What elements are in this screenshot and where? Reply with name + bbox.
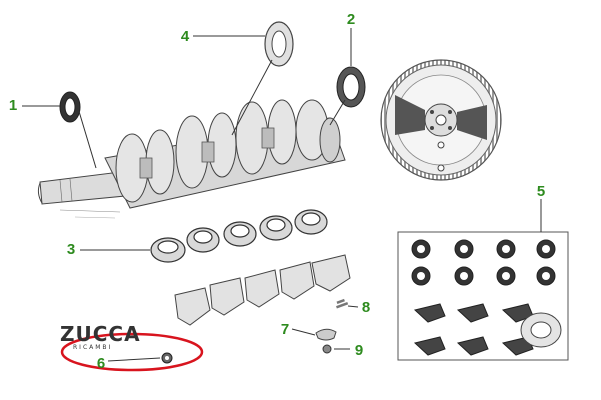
locking-plate (315, 328, 337, 341)
main-bearing-shells (150, 209, 328, 263)
callout-1: 1 (8, 97, 18, 114)
flywheel (380, 59, 502, 181)
callout-6: 6 (96, 355, 106, 372)
front-oil-seal (59, 91, 81, 123)
highlight-ring (60, 332, 204, 372)
brand-logo: ZUCCA RICAMBI (60, 322, 140, 352)
bearing-kit-box (397, 231, 569, 361)
crankshaft (37, 99, 346, 219)
callout-9: 9 (354, 342, 364, 359)
leader-lines (22, 28, 542, 362)
callout-4: 4 (180, 28, 190, 45)
callout-8: 8 (361, 299, 371, 316)
callout-5: 5 (536, 183, 546, 200)
callout-2: 2 (346, 11, 356, 28)
rear-oil-seal (336, 66, 366, 108)
brand-subtitle: RICAMBI (73, 344, 113, 351)
thrust-washer (264, 21, 294, 67)
bolt (336, 298, 349, 309)
callout-3: 3 (66, 241, 76, 258)
brand-name: ZUCCA (60, 322, 141, 346)
washer (322, 344, 332, 354)
nut (161, 352, 173, 364)
callout-7: 7 (280, 321, 290, 338)
main-bearing-caps (174, 254, 351, 326)
